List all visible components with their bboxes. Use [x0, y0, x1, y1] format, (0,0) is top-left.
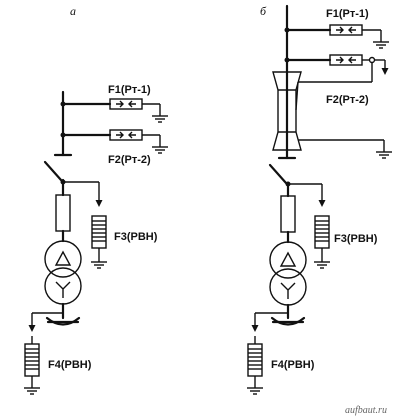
delta-icon — [279, 251, 297, 267]
panel-a-lv-bus — [45, 316, 81, 326]
panel-a-f2-tube-arrester — [109, 129, 143, 141]
panel-a-transformer-hv — [44, 240, 82, 278]
panel-a-f1-ground-icon — [151, 109, 169, 123]
panel-b: б F1(Рт-1) F2(Рт-2) — [246, 4, 393, 395]
panel-b-f3-ground-icon — [313, 255, 331, 269]
panel-b-fuse — [280, 195, 296, 233]
panel-a-f1-tube-arrester — [109, 98, 143, 110]
panel-b-f3-label: F3(РВН) — [334, 233, 378, 245]
panel-a-f3-valve-arrester — [91, 215, 107, 249]
panel-a-fuse — [55, 194, 71, 232]
panel-b-f1-ground-icon — [372, 35, 390, 49]
panel-a-disconnector — [43, 160, 63, 182]
panel-a-f4-label: F4(РВН) — [48, 359, 92, 371]
panel-b-transformer-hv — [269, 241, 307, 279]
panel-b-f2-label: F2(Рт-2) — [326, 94, 369, 106]
panel-b-f3-valve-arrester — [314, 215, 330, 249]
panel-b-f1-tube-arrester — [329, 24, 363, 36]
panel-a-transformer-lv — [44, 267, 82, 305]
panel-b-label: б — [260, 4, 267, 18]
panel-a: а F1(Рт-1) F2(Рт-2) F3(РВН) — [23, 4, 169, 395]
panel-b-f1-label: F1(Рт-1) — [326, 8, 369, 20]
panel-a-f3-label: F3(РВН) — [114, 231, 158, 243]
panel-a-f3-ground-icon — [90, 255, 108, 269]
panel-b-f4-valve-arrester — [247, 343, 263, 377]
panel-a-f2-label: F2(Рт-2) — [108, 154, 151, 166]
panel-b-f4-label: F4(РВН) — [271, 359, 315, 371]
panel-b-bushing-ground-icon — [375, 145, 393, 159]
panel-a-f1-label: F1(Рт-1) — [108, 84, 151, 96]
panel-b-lv-bus — [270, 316, 306, 326]
panel-b-f2-tube-arrester — [329, 54, 363, 66]
delta-icon — [54, 250, 72, 266]
panel-a-f2-ground-icon — [151, 140, 169, 154]
panel-b-f4-ground-icon — [246, 381, 264, 395]
panel-a-f4-valve-arrester — [24, 343, 40, 377]
watermark: aufbaut.ru — [345, 405, 387, 416]
panel-b-bushing — [272, 71, 302, 151]
wye-icon — [280, 282, 296, 299]
panel-b-transformer-lv — [269, 268, 307, 306]
wye-icon — [55, 281, 71, 298]
panel-a-label: а — [70, 4, 76, 18]
panel-a-f4-ground-icon — [23, 381, 41, 395]
panel-b-disconnector — [268, 163, 288, 185]
